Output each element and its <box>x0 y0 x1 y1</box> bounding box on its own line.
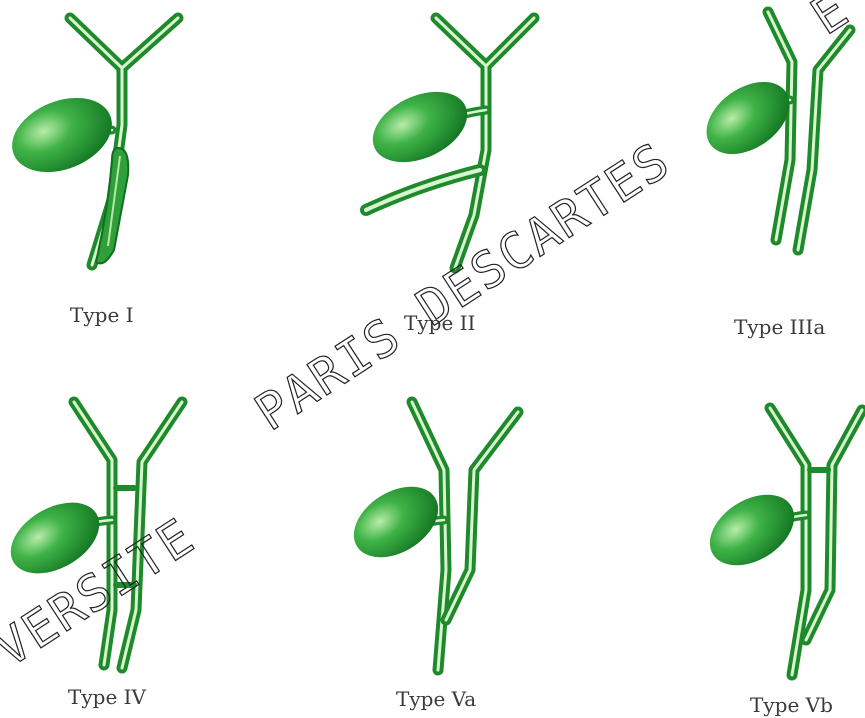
label-type-i: Type I <box>70 303 134 327</box>
label-type-iiia: Type IIIa <box>734 315 825 339</box>
label-type-vb: Type Vb <box>750 693 833 717</box>
gallbladder-type-vb <box>697 480 807 580</box>
gallbladder-type-ii <box>362 78 479 176</box>
bile-duct-cyst-type-i <box>96 148 128 264</box>
gallbladder-type-va <box>341 472 451 572</box>
panel-type-vb: Type Vb <box>697 408 862 717</box>
panel-type-i: Type I <box>1 18 178 327</box>
watermark-text-right: E <box>801 0 860 46</box>
label-type-iv: Type IV <box>68 685 147 709</box>
label-type-va: Type Va <box>396 687 476 711</box>
panel-type-iiia: Type IIIa <box>693 12 850 339</box>
gallbladder-type-i <box>1 84 123 186</box>
duct-system-type-va <box>410 402 518 670</box>
panel-type-va: Type Va <box>341 402 518 711</box>
